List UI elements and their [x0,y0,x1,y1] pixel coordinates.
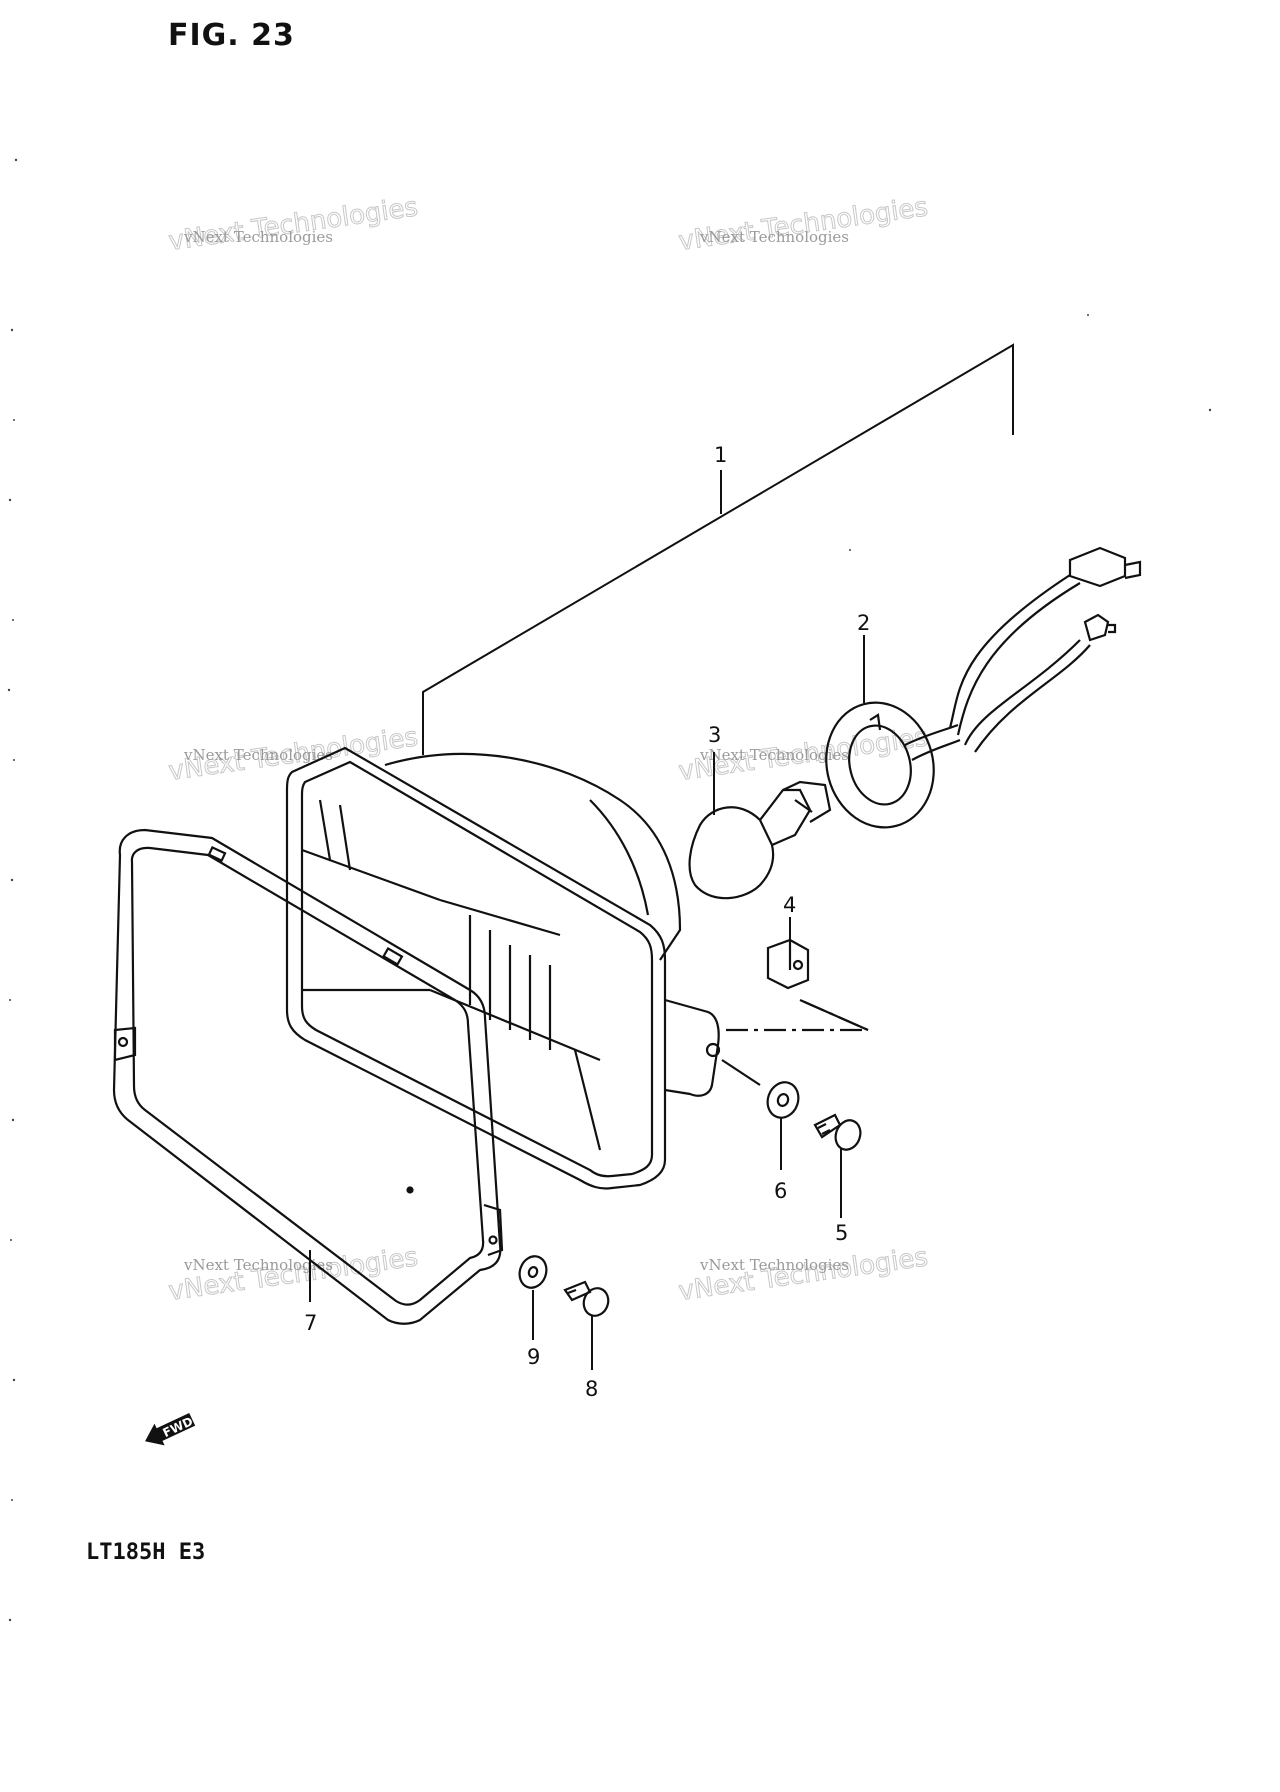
callout-8: 8 [585,1377,598,1401]
screw-part-5 [813,1113,862,1151]
callout-7: 7 [304,1311,317,1335]
assembly-bracket-1 [422,343,1014,755]
watermark-small: vNext Technologies [183,1256,333,1274]
model-label: LT185H E3 [86,1540,206,1565]
watermark-small: vNext Technologies [183,746,333,764]
watermark-small: vNext Technologies [183,228,333,246]
scan-specks [7,158,1212,1622]
callout-2: 2 [857,611,870,635]
watermark-small: vNext Technologies [699,1256,849,1274]
headlight-bulb [688,780,832,900]
callout-3: 3 [708,723,721,747]
watermark-large: vNext Technologies [677,1242,930,1307]
callout-numbers: 1 2 3 4 5 6 7 8 9 [304,443,870,1401]
watermark-large: vNext Technologies [677,192,930,257]
watermark-small: vNext Technologies [699,228,849,246]
callout-9: 9 [527,1345,540,1369]
nut-part-4 [726,938,869,1032]
headlight-housing [285,746,721,1190]
callout-1: 1 [714,443,727,467]
washer-part-6 [721,1059,800,1119]
watermark-group: vNext Technologies vNext Technologies vN… [166,192,930,1308]
callout-4: 4 [783,893,796,917]
callout-leaders [309,470,865,1370]
watermark-large: vNext Technologies [167,192,420,257]
headlight-retaining-rim [112,828,504,1325]
callout-5: 5 [835,1221,848,1245]
bulb-socket-with-wiring [825,546,1142,829]
fwd-arrow-icon: FWD [145,1412,196,1446]
figure-title: FIG. 23 [168,18,295,53]
fwd-label: FWD [161,1414,195,1440]
screw-part-8 [563,1280,610,1317]
watermark-large: vNext Technologies [167,1242,420,1307]
callout-6: 6 [774,1179,787,1203]
washer-part-9 [518,1255,548,1289]
watermark-small: vNext Technologies [699,746,849,764]
